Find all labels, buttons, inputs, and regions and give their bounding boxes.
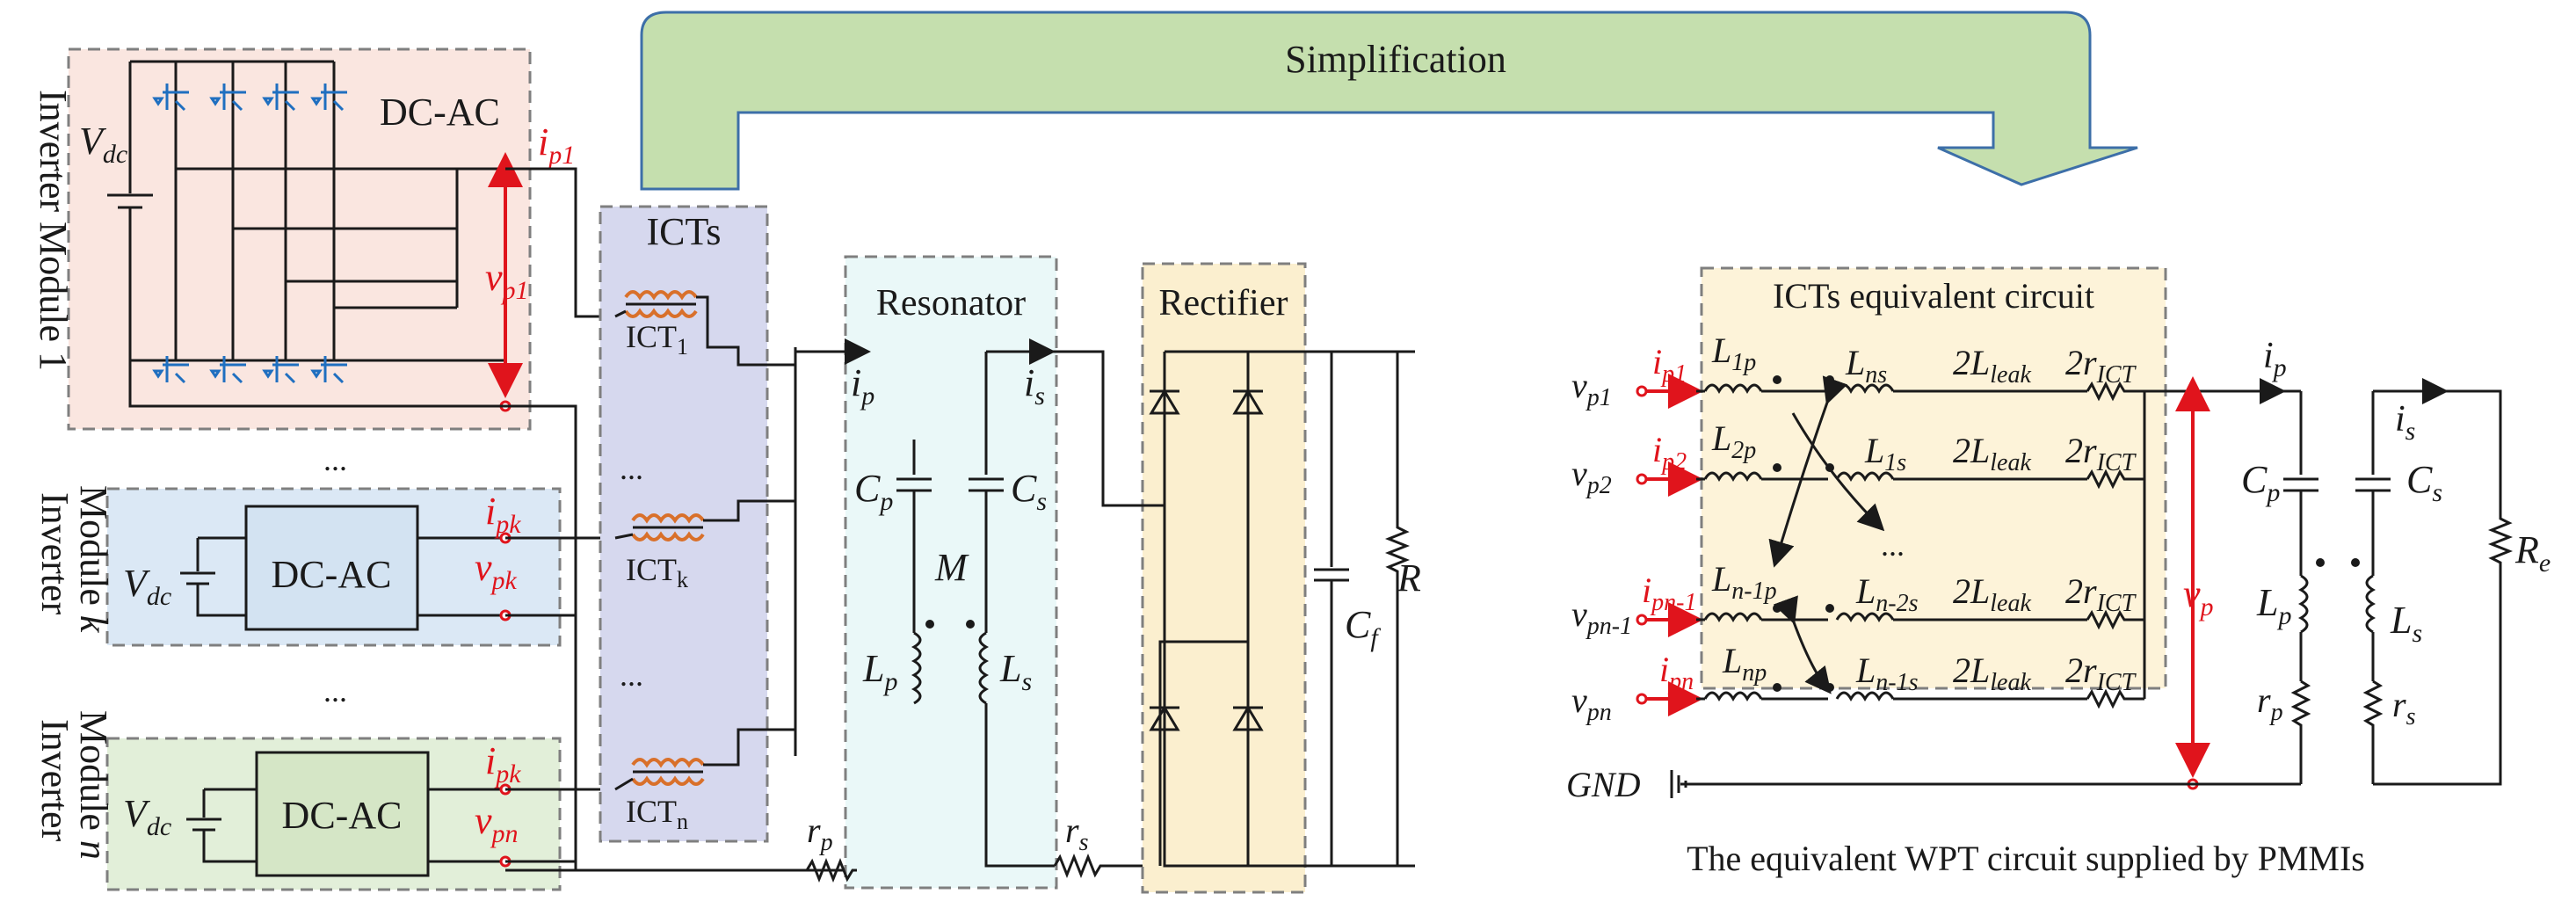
resonator-rp: rp [807,810,833,856]
simplification-arrow: Simplification [640,11,2138,191]
rectifier-cf: Cf [1345,603,1381,652]
row-1-i: ip1 [1652,342,1687,388]
inverter-module-1: Inverter Module 1 Vdc DC-AC ip1 vp1 [32,47,575,431]
row-4-r: 2rICT [2065,650,2137,696]
resonator-cs: Cs [1011,467,1047,516]
row-3-ls: Ln-2s [1855,571,1919,617]
ict-ellipsis-2: ... [620,658,643,693]
icts-block: ICTs ICT1 ... ICTk ... ICTn [599,205,797,843]
module-1-label: Inverter Module 1 [32,90,75,371]
module-1-vdc: Vdc [79,120,127,169]
equiv-re: Re [2514,528,2551,578]
equiv-gnd: GND [1566,765,1641,804]
row-4-leak: 2Lleak [1953,650,2031,696]
resonator-title: Resonator [876,283,1026,323]
row-4-v: vpn [1571,680,1612,726]
module-k-dcac: DC-AC [272,553,392,596]
equiv-row-3: vpn-1 ipn-1 Ln-1p Ln-2s 2Lleak 2rICT [1571,559,2144,640]
rectifier-r: R [1397,556,1421,600]
row-1-ls: Lns [1845,343,1887,389]
inverter-module-n: Inverter Module n Vdc DC-AC ipk vpn [33,710,562,891]
resonator-m: M [934,546,969,589]
ict-equivalent-title: ICTs equivalent circuit [1773,276,2094,316]
module-ellipsis-2: ... [323,673,347,709]
module-n-label: Inverter [33,719,76,842]
row-4-i: ipn [1659,650,1694,695]
module-1-voltage: vp1 [485,256,529,305]
resonator-ip: ip [851,361,874,411]
ict-ellipsis-1: ... [620,451,643,486]
ict-k: ICTk [614,499,795,592]
ict-n: ICTn [614,728,795,834]
row-2-r: 2rICT [2065,431,2137,476]
icts-title: ICTs [647,210,722,253]
equiv-caption: The equivalent WPT circuit supplied by P… [1687,839,2365,878]
module-1-dcac: DC-AC [380,91,500,134]
module-ellipsis-1: ... [323,442,347,477]
equiv-rs: rs [2392,685,2416,730]
equiv-vp: vp [2183,572,2214,621]
row-2-ls: L1s [1864,431,1906,476]
simplification-label: Simplification [1285,38,1506,81]
equiv-row-4: vpn ipn Lnp Ln-1s 2Lleak 2rICT [1571,641,2144,726]
row-3-r: 2rICT [2065,571,2137,617]
resonator-cp: Cp [854,467,893,516]
module-k-label-2: Module k [72,485,115,634]
equiv-rp: rp [2257,680,2283,726]
module-k-current: ipk [485,490,521,539]
diode-icon [1149,389,1264,731]
module-n-vdc: Vdc [123,792,171,841]
module-n-current: ipk [485,739,521,789]
row-1-v: vp1 [1571,366,1612,411]
module-n-dcac: DC-AC [282,794,403,837]
equiv-cs: Cs [2406,458,2442,507]
resonator-block: Resonator ip Cp Lp M is Cs Ls [826,255,1058,890]
row-3-v: vpn-1 [1571,594,1632,640]
row-2-v: vp2 [1571,454,1612,499]
row-4-ls: Ln-1s [1855,650,1919,696]
module-k-label: Inverter [33,492,76,615]
ict-1: ICT1 [614,290,795,367]
mosfet-icon [152,84,347,384]
equiv-is: is [2395,399,2415,446]
resonator-ls: Ls [999,647,1032,696]
resonator-lp: Lp [862,647,897,696]
equiv-ip: ip [2263,336,2287,382]
mutual-coupling-arrows [1768,375,1885,694]
row-3-i: ipn-1 [1642,571,1696,616]
module-n-label-2: Module n [72,710,115,860]
module-k-voltage: vpk [475,546,518,595]
rectifier-title: Rectifier [1159,283,1288,323]
rectifier-block: Rectifier [1050,262,1415,894]
module-k-vdc: Vdc [123,562,171,611]
row-3-lp: Ln-1p [1711,559,1777,605]
equiv-cp: Cp [2241,458,2280,507]
resonator-rs: rs [1065,810,1089,856]
row-4-lp: Lnp [1722,641,1767,687]
resonator-is: is [1024,361,1045,411]
row-1-lp: L1p [1711,331,1756,376]
module-1-current: ip1 [538,120,575,170]
equiv-ellipsis: ... [1881,527,1905,563]
row-1-r: 2rICT [2065,343,2137,389]
equiv-ls: Ls [2390,599,2422,648]
row-2-leak: 2Lleak [1953,431,2031,476]
row-2-lp: L2p [1711,418,1756,464]
module-n-voltage: vpn [475,799,519,848]
row-2-i: ip2 [1652,430,1687,476]
row-1-leak: 2Lleak [1953,343,2031,389]
ict-n-label: ICTn [626,794,688,834]
ict-1-label: ICT1 [626,319,688,360]
equiv-lp: Lp [2256,581,2291,630]
ict-k-label: ICTk [626,552,688,592]
inverter-module-k: Inverter Module k Vdc DC-AC ipk vpk [33,485,562,647]
row-3-leak: 2Lleak [1953,571,2031,617]
